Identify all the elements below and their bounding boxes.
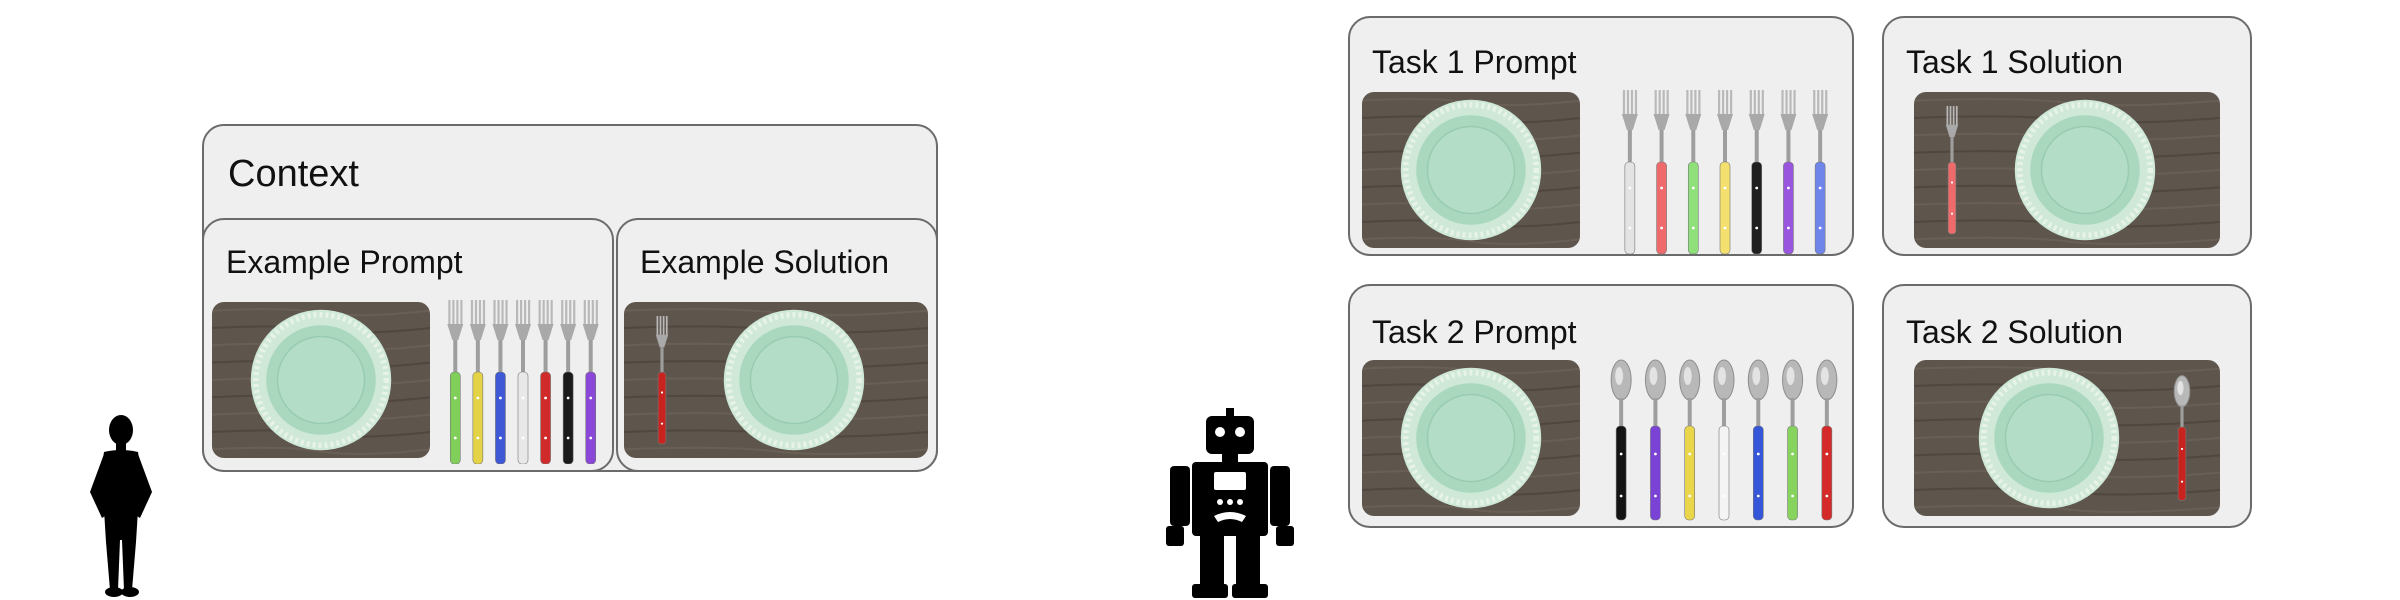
fork-icon xyxy=(582,300,599,464)
robot-silhouette-icon xyxy=(1162,408,1298,600)
fork-icon xyxy=(655,316,669,445)
spoon-icon xyxy=(1713,359,1735,521)
fork-icon xyxy=(447,300,464,464)
task2-prompt-plate-photo xyxy=(1362,360,1580,516)
example-prompt-utensils xyxy=(444,300,602,464)
fork-icon xyxy=(1717,90,1733,254)
fork-icon xyxy=(515,300,531,464)
spoon-icon xyxy=(1644,359,1666,521)
fork-icon xyxy=(1685,90,1702,254)
task1-prompt-plate-photo xyxy=(1362,92,1580,248)
task1-solution-photo xyxy=(1914,92,2220,248)
fork-icon xyxy=(492,300,509,464)
example-prompt-title: Example Prompt xyxy=(226,244,463,280)
fork-icon xyxy=(469,300,486,464)
example-solution-photo xyxy=(624,302,928,458)
fork-icon xyxy=(1621,90,1638,254)
spoon-icon xyxy=(1610,359,1632,521)
task1-prompt-utensils xyxy=(1614,90,1836,254)
context-title: Context xyxy=(228,153,359,195)
plate-icon xyxy=(723,309,865,451)
task1-prompt-title: Task 1 Prompt xyxy=(1372,44,1577,80)
example-prompt-plate-photo xyxy=(212,302,430,458)
task1-solution-title: Task 1 Solution xyxy=(1906,44,2124,80)
spoon-icon xyxy=(1816,359,1838,521)
spoon-icon xyxy=(1679,359,1701,521)
fork-icon xyxy=(1812,90,1829,254)
plate-icon xyxy=(250,309,392,451)
fork-icon xyxy=(1780,90,1797,254)
fork-icon xyxy=(1748,90,1765,254)
fork-icon xyxy=(1945,106,1959,235)
task2-prompt-utensils xyxy=(1604,358,1844,522)
plate-icon xyxy=(1400,99,1542,241)
fork-icon xyxy=(560,300,577,464)
plate-icon xyxy=(1978,367,2120,509)
person-silhouette-icon xyxy=(78,410,164,600)
spoon-icon xyxy=(1747,359,1769,521)
spoon-icon xyxy=(2173,375,2191,501)
plate-icon xyxy=(1400,367,1542,509)
plate-icon xyxy=(2014,99,2156,241)
example-solution-title: Example Solution xyxy=(640,244,890,280)
task2-solution-photo xyxy=(1914,360,2220,516)
task2-prompt-title: Task 2 Prompt xyxy=(1372,314,1577,350)
fork-icon xyxy=(1653,90,1670,254)
spoon-icon xyxy=(1782,359,1804,521)
fork-icon xyxy=(537,300,554,464)
task2-solution-title: Task 2 Solution xyxy=(1906,314,2124,350)
